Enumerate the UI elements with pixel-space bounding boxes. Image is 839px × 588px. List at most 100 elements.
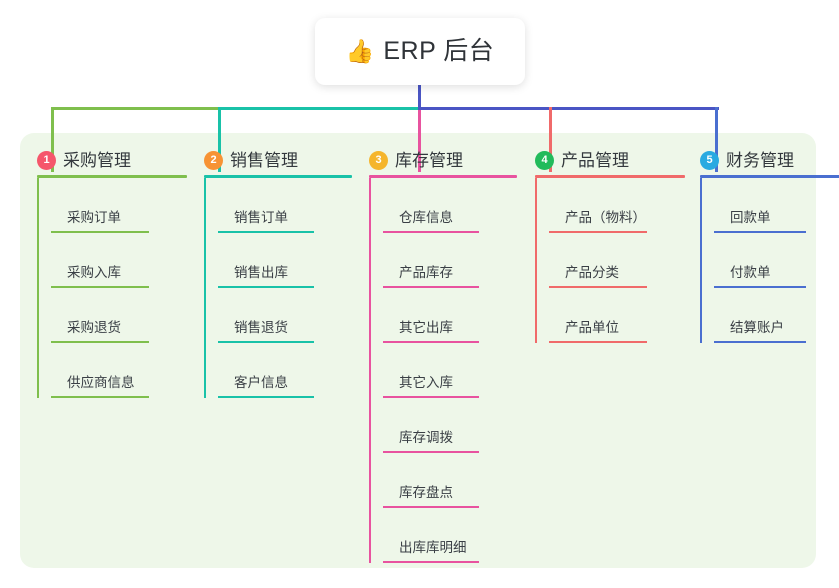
leaf-list-product: 产品（物料） 产品分类产品单位 (535, 178, 685, 343)
connector-drop-product (549, 107, 552, 172)
leaf-item-rule (383, 506, 479, 508)
leaf-item[interactable]: 销售退货 (218, 288, 352, 343)
leaf-item-rule (51, 286, 149, 288)
leaf-item-label: 产品单位 (565, 319, 619, 335)
leaf-item-label: 销售出库 (234, 264, 288, 280)
column-rule-inventory (369, 175, 517, 178)
leaf-item[interactable]: 库存盘点 (383, 453, 517, 508)
leaf-list-finance: 回款单付款单结算账户 (700, 178, 839, 343)
leaf-item-rule (383, 231, 479, 233)
leaf-item[interactable]: 产品（物料） (549, 178, 685, 233)
leaf-item[interactable]: 回款单 (714, 178, 839, 233)
leaf-item[interactable]: 采购退货 (51, 288, 187, 343)
number-badge-4: 4 (535, 150, 554, 170)
leaf-item-rule (549, 341, 647, 343)
leaf-item[interactable]: 销售订单 (218, 178, 352, 233)
leaf-item-rule (383, 341, 479, 343)
root-node-label: ERP 后台 (383, 37, 495, 65)
leaf-item-label: 产品库存 (399, 264, 453, 280)
leaf-spine-sales (204, 178, 206, 398)
column-rule-finance (700, 175, 839, 178)
leaf-item[interactable]: 付款单 (714, 233, 839, 288)
column-product: 4 产品管理产品（物料） 产品分类产品单位 (535, 148, 685, 343)
root-stem (418, 85, 421, 110)
leaf-item[interactable]: 仓库信息 (383, 178, 517, 233)
leaf-item[interactable]: 销售出库 (218, 233, 352, 288)
column-title-purchase: 采购管理 (63, 150, 131, 170)
leaf-item[interactable]: 采购订单 (51, 178, 187, 233)
leaf-item[interactable]: 产品库存 (383, 233, 517, 288)
leaf-item-rule (51, 231, 149, 233)
leaf-item-rule (383, 561, 479, 563)
column-rule-product (535, 175, 685, 178)
leaf-item[interactable]: 客户信息 (218, 343, 352, 398)
leaf-item[interactable]: 库存调拨 (383, 398, 517, 453)
leaf-item-rule (714, 286, 806, 288)
number-badge-3: 3 (369, 150, 388, 170)
leaf-item-rule (218, 341, 314, 343)
leaf-item-label: 销售订单 (234, 209, 288, 225)
leaf-item-rule (383, 286, 479, 288)
column-title-inventory: 库存管理 (395, 150, 463, 170)
leaf-item-label: 其它入库 (399, 374, 453, 390)
leaf-item[interactable]: 结算账户 (714, 288, 839, 343)
leaf-item-rule (549, 231, 647, 233)
number-badge-1: 1 (37, 150, 56, 170)
number-badge-2: 2 (204, 150, 223, 170)
leaf-spine-inventory (369, 178, 371, 563)
leaf-item-label: 客户信息 (234, 374, 288, 390)
leaf-item-rule (714, 231, 806, 233)
leaf-item-rule (51, 396, 149, 398)
leaf-spine-finance (700, 178, 702, 343)
connector-drop-inventory (418, 107, 421, 172)
column-header-inventory[interactable]: 3 库存管理 (369, 148, 517, 172)
column-title-product: 产品管理 (561, 150, 629, 170)
leaf-item-label: 采购入库 (67, 264, 121, 280)
connector-segment-sales (218, 107, 421, 110)
leaf-item[interactable]: 供应商信息 (51, 343, 187, 398)
leaf-item-label: 采购退货 (67, 319, 121, 335)
leaf-item[interactable]: 产品分类 (549, 233, 685, 288)
column-purchase: 1 采购管理采购订单采购入库采购退货供应商信息 (37, 148, 187, 398)
leaf-item-label: 销售退货 (234, 319, 288, 335)
leaf-item-rule (383, 451, 479, 453)
leaf-item-rule (549, 286, 647, 288)
leaf-item[interactable]: 其它入库 (383, 343, 517, 398)
leaf-item[interactable]: 采购入库 (51, 233, 187, 288)
column-title-finance: 财务管理 (726, 150, 794, 170)
leaf-item-rule (218, 286, 314, 288)
leaf-item-label: 其它出库 (399, 319, 453, 335)
leaf-item-rule (51, 341, 149, 343)
leaf-item-label: 库存盘点 (399, 484, 453, 500)
leaf-item[interactable]: 出库库明细 (383, 508, 517, 563)
number-badge-5: 5 (700, 150, 719, 170)
column-inventory: 3 库存管理仓库信息产品库存其它出库其它入库库存调拨库存盘点出库库明细 (369, 148, 517, 563)
column-header-purchase[interactable]: 1 采购管理 (37, 148, 187, 172)
leaf-item-label: 供应商信息 (67, 374, 135, 390)
leaf-item-label: 付款单 (730, 264, 771, 280)
connector-drop-purchase (51, 107, 54, 172)
leaf-item-rule (218, 396, 314, 398)
leaf-item[interactable]: 产品单位 (549, 288, 685, 343)
leaf-item-label: 出库库明细 (399, 539, 467, 555)
leaf-item[interactable]: 其它出库 (383, 288, 517, 343)
leaf-list-sales: 销售订单销售出库销售退货客户信息 (204, 178, 352, 398)
connector-drop-sales (218, 107, 221, 172)
leaf-spine-purchase (37, 178, 39, 398)
leaf-item-label: 采购订单 (67, 209, 121, 225)
column-header-finance[interactable]: 5 财务管理 (700, 148, 839, 172)
column-finance: 5 财务管理回款单付款单结算账户 (700, 148, 839, 343)
mindmap-background-panel (20, 133, 816, 568)
connector-drop-finance (715, 107, 718, 172)
leaf-item-label: 产品分类 (565, 264, 619, 280)
column-rule-purchase (37, 175, 187, 178)
leaf-item-label: 回款单 (730, 209, 771, 225)
leaf-list-inventory: 仓库信息产品库存其它出库其它入库库存调拨库存盘点出库库明细 (369, 178, 517, 563)
root-node[interactable]: 👍 ERP 后台 (315, 18, 525, 85)
column-header-product[interactable]: 4 产品管理 (535, 148, 685, 172)
leaf-item-rule (218, 231, 314, 233)
connector-segment-purchase (51, 107, 221, 110)
